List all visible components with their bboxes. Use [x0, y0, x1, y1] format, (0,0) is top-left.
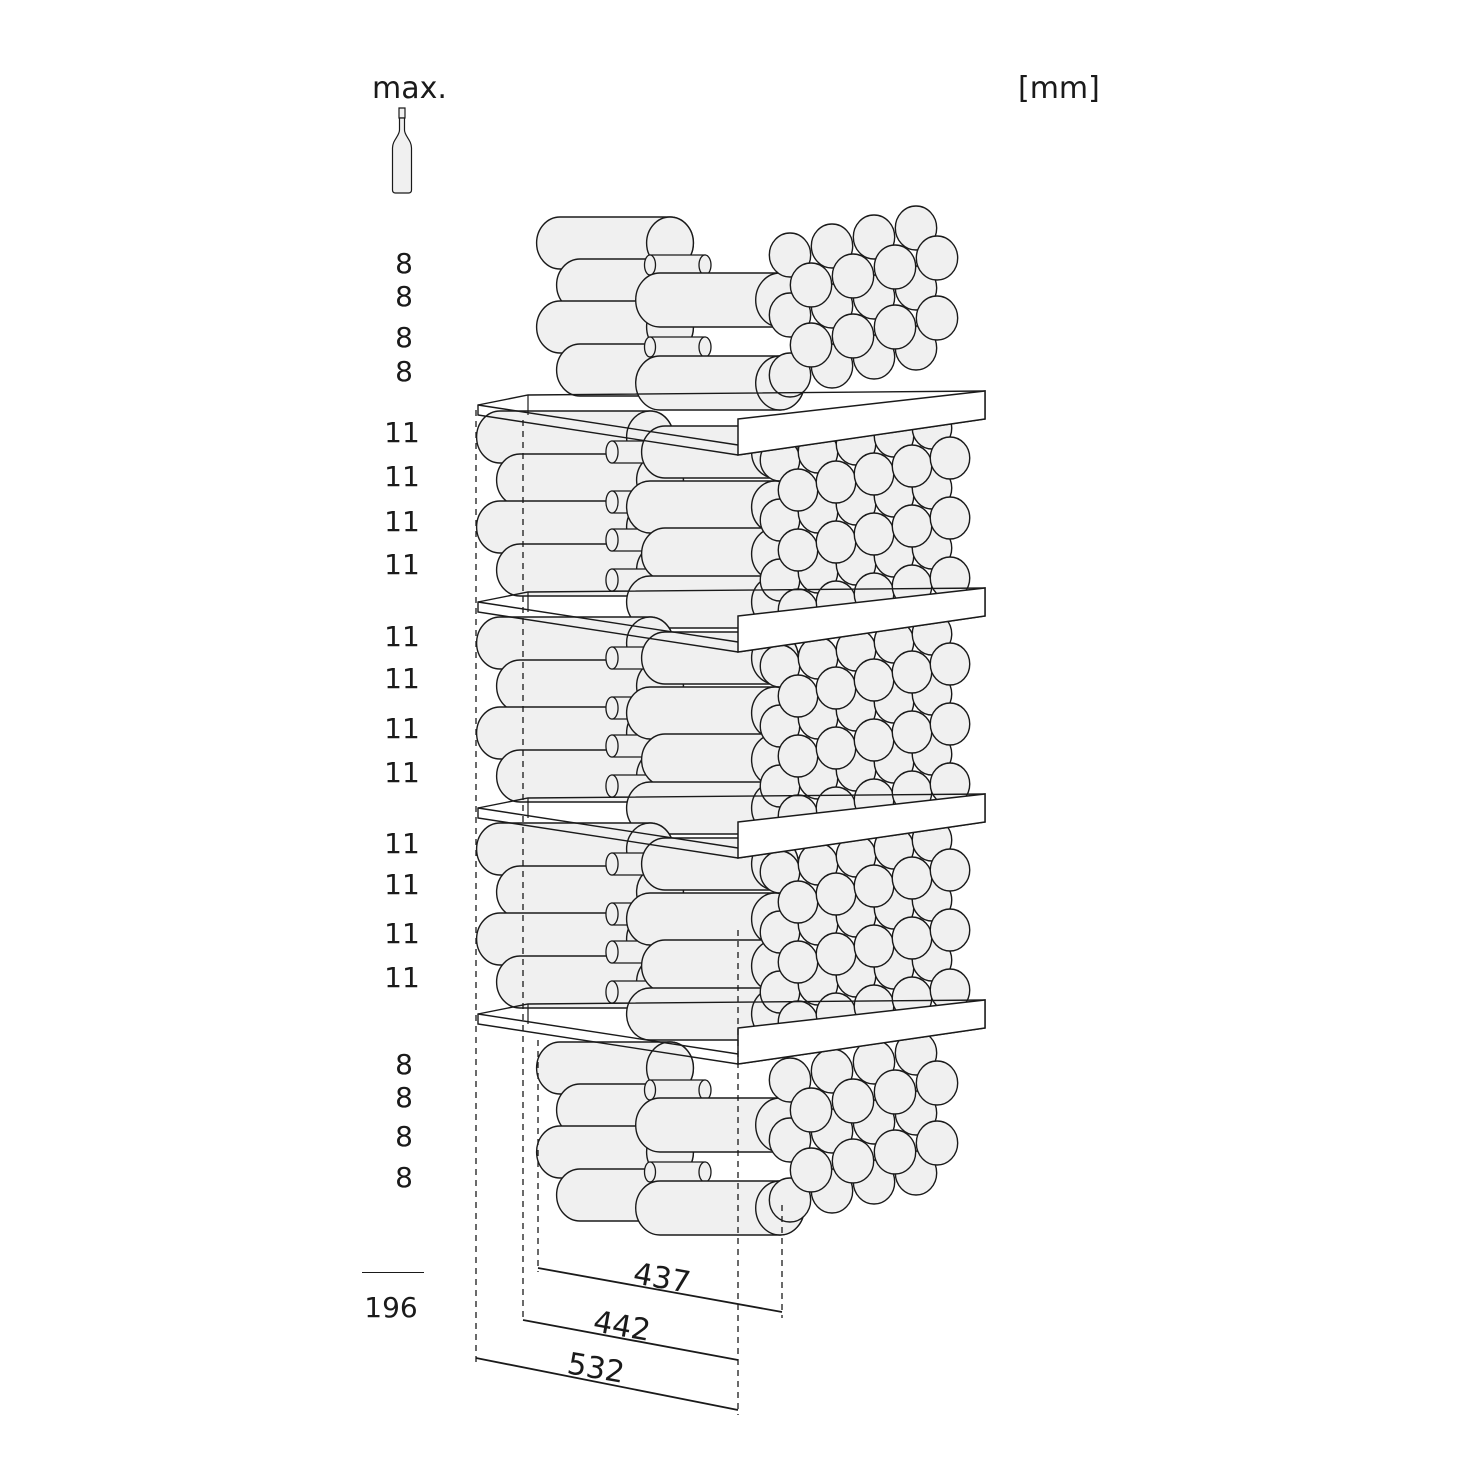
bottle-end: [853, 512, 895, 556]
bottle-end: [815, 520, 857, 564]
shelf-count: 11: [384, 917, 420, 950]
bottle-end: [815, 932, 857, 976]
bottle-end: [891, 504, 933, 548]
shelf-count: 8: [395, 355, 413, 388]
bottle-end: [815, 872, 857, 916]
bottle-end: [891, 916, 933, 960]
shelf-count: 11: [384, 712, 420, 745]
dimension-line: [475, 1357, 739, 1411]
bottle-end: [873, 244, 917, 290]
bottle-end: [929, 436, 971, 480]
bottle-end: [853, 658, 895, 702]
dimension-label: 532: [565, 1346, 627, 1390]
bottle-end: [777, 468, 819, 512]
total-count: 196: [364, 1291, 418, 1324]
bottle-end: [853, 452, 895, 496]
bottle-end: [929, 848, 971, 892]
shelf-count: 8: [395, 1161, 413, 1194]
bottle-end: [929, 496, 971, 540]
bottle-end: [929, 702, 971, 746]
bottle-end: [777, 674, 819, 718]
bottle-end: [915, 1120, 959, 1166]
bottle-end: [891, 650, 933, 694]
bottle-end: [929, 642, 971, 686]
bottle-end: [915, 235, 959, 281]
bottle-end: [831, 1078, 875, 1124]
shelf-count: 8: [395, 1048, 413, 1081]
bottle-end: [853, 864, 895, 908]
shelf-count: 11: [384, 662, 420, 695]
shelf: [477, 587, 986, 653]
bottle-end: [789, 262, 833, 308]
shelf-count: 11: [384, 505, 420, 538]
bottle-end: [853, 924, 895, 968]
bottle-end: [815, 666, 857, 710]
bottle-end: [777, 528, 819, 572]
shelf-count: 8: [395, 1081, 413, 1114]
bottle-end: [891, 444, 933, 488]
bottle-end: [891, 710, 933, 754]
total-divider: [362, 1272, 424, 1273]
bottle-end: [777, 880, 819, 924]
bottle-neck: [643, 336, 712, 358]
shelf-count: 11: [384, 460, 420, 493]
shelf-count: 8: [395, 1120, 413, 1153]
bottle-end: [873, 1129, 917, 1175]
bottle-end: [853, 718, 895, 762]
bottle-end: [873, 1069, 917, 1115]
bottle-end: [831, 1138, 875, 1184]
dimension-line: [537, 1267, 783, 1313]
bottle-end: [815, 726, 857, 770]
dimension-lines: 437 442 532: [475, 410, 783, 1415]
shelf-count: 11: [384, 620, 420, 653]
bottle-neck: [643, 1161, 712, 1183]
bottle-end: [789, 1147, 833, 1193]
bottle-stacks: [475, 205, 971, 1236]
max-label: max.: [372, 71, 447, 106]
shelf-count: 8: [395, 247, 413, 280]
bottle-end: [831, 313, 875, 359]
shelf-count: 11: [384, 961, 420, 994]
bottle-end: [873, 304, 917, 350]
dimension-line: [522, 1319, 739, 1361]
bottle-end: [831, 253, 875, 299]
shelf-count: 11: [384, 548, 420, 581]
bottle-end: [815, 460, 857, 504]
shelf: [477, 793, 986, 859]
shelves: [477, 390, 986, 1065]
bottle-end: [915, 1060, 959, 1106]
wine-bottle-icon: [391, 107, 413, 194]
bottle-end: [789, 322, 833, 368]
bottle-end: [777, 940, 819, 984]
shelf-count: 8: [395, 321, 413, 354]
bottle-end: [777, 734, 819, 778]
bottle-end: [915, 295, 959, 341]
bottle-neck: [643, 254, 712, 276]
shelf: [477, 390, 986, 456]
bottle-end: [929, 908, 971, 952]
shelf-count: 8: [395, 280, 413, 313]
bottle-neck: [643, 1079, 712, 1101]
shelf-count: 11: [384, 827, 420, 860]
unit-label: [mm]: [1018, 71, 1100, 106]
dimension-label: 442: [591, 1304, 653, 1348]
shelf-count: 11: [384, 756, 420, 789]
bottle-end: [891, 856, 933, 900]
shelf-count: 11: [384, 416, 420, 449]
shelf-count: 11: [384, 868, 420, 901]
bottle-end: [789, 1087, 833, 1133]
dimension-label: 437: [631, 1256, 693, 1300]
